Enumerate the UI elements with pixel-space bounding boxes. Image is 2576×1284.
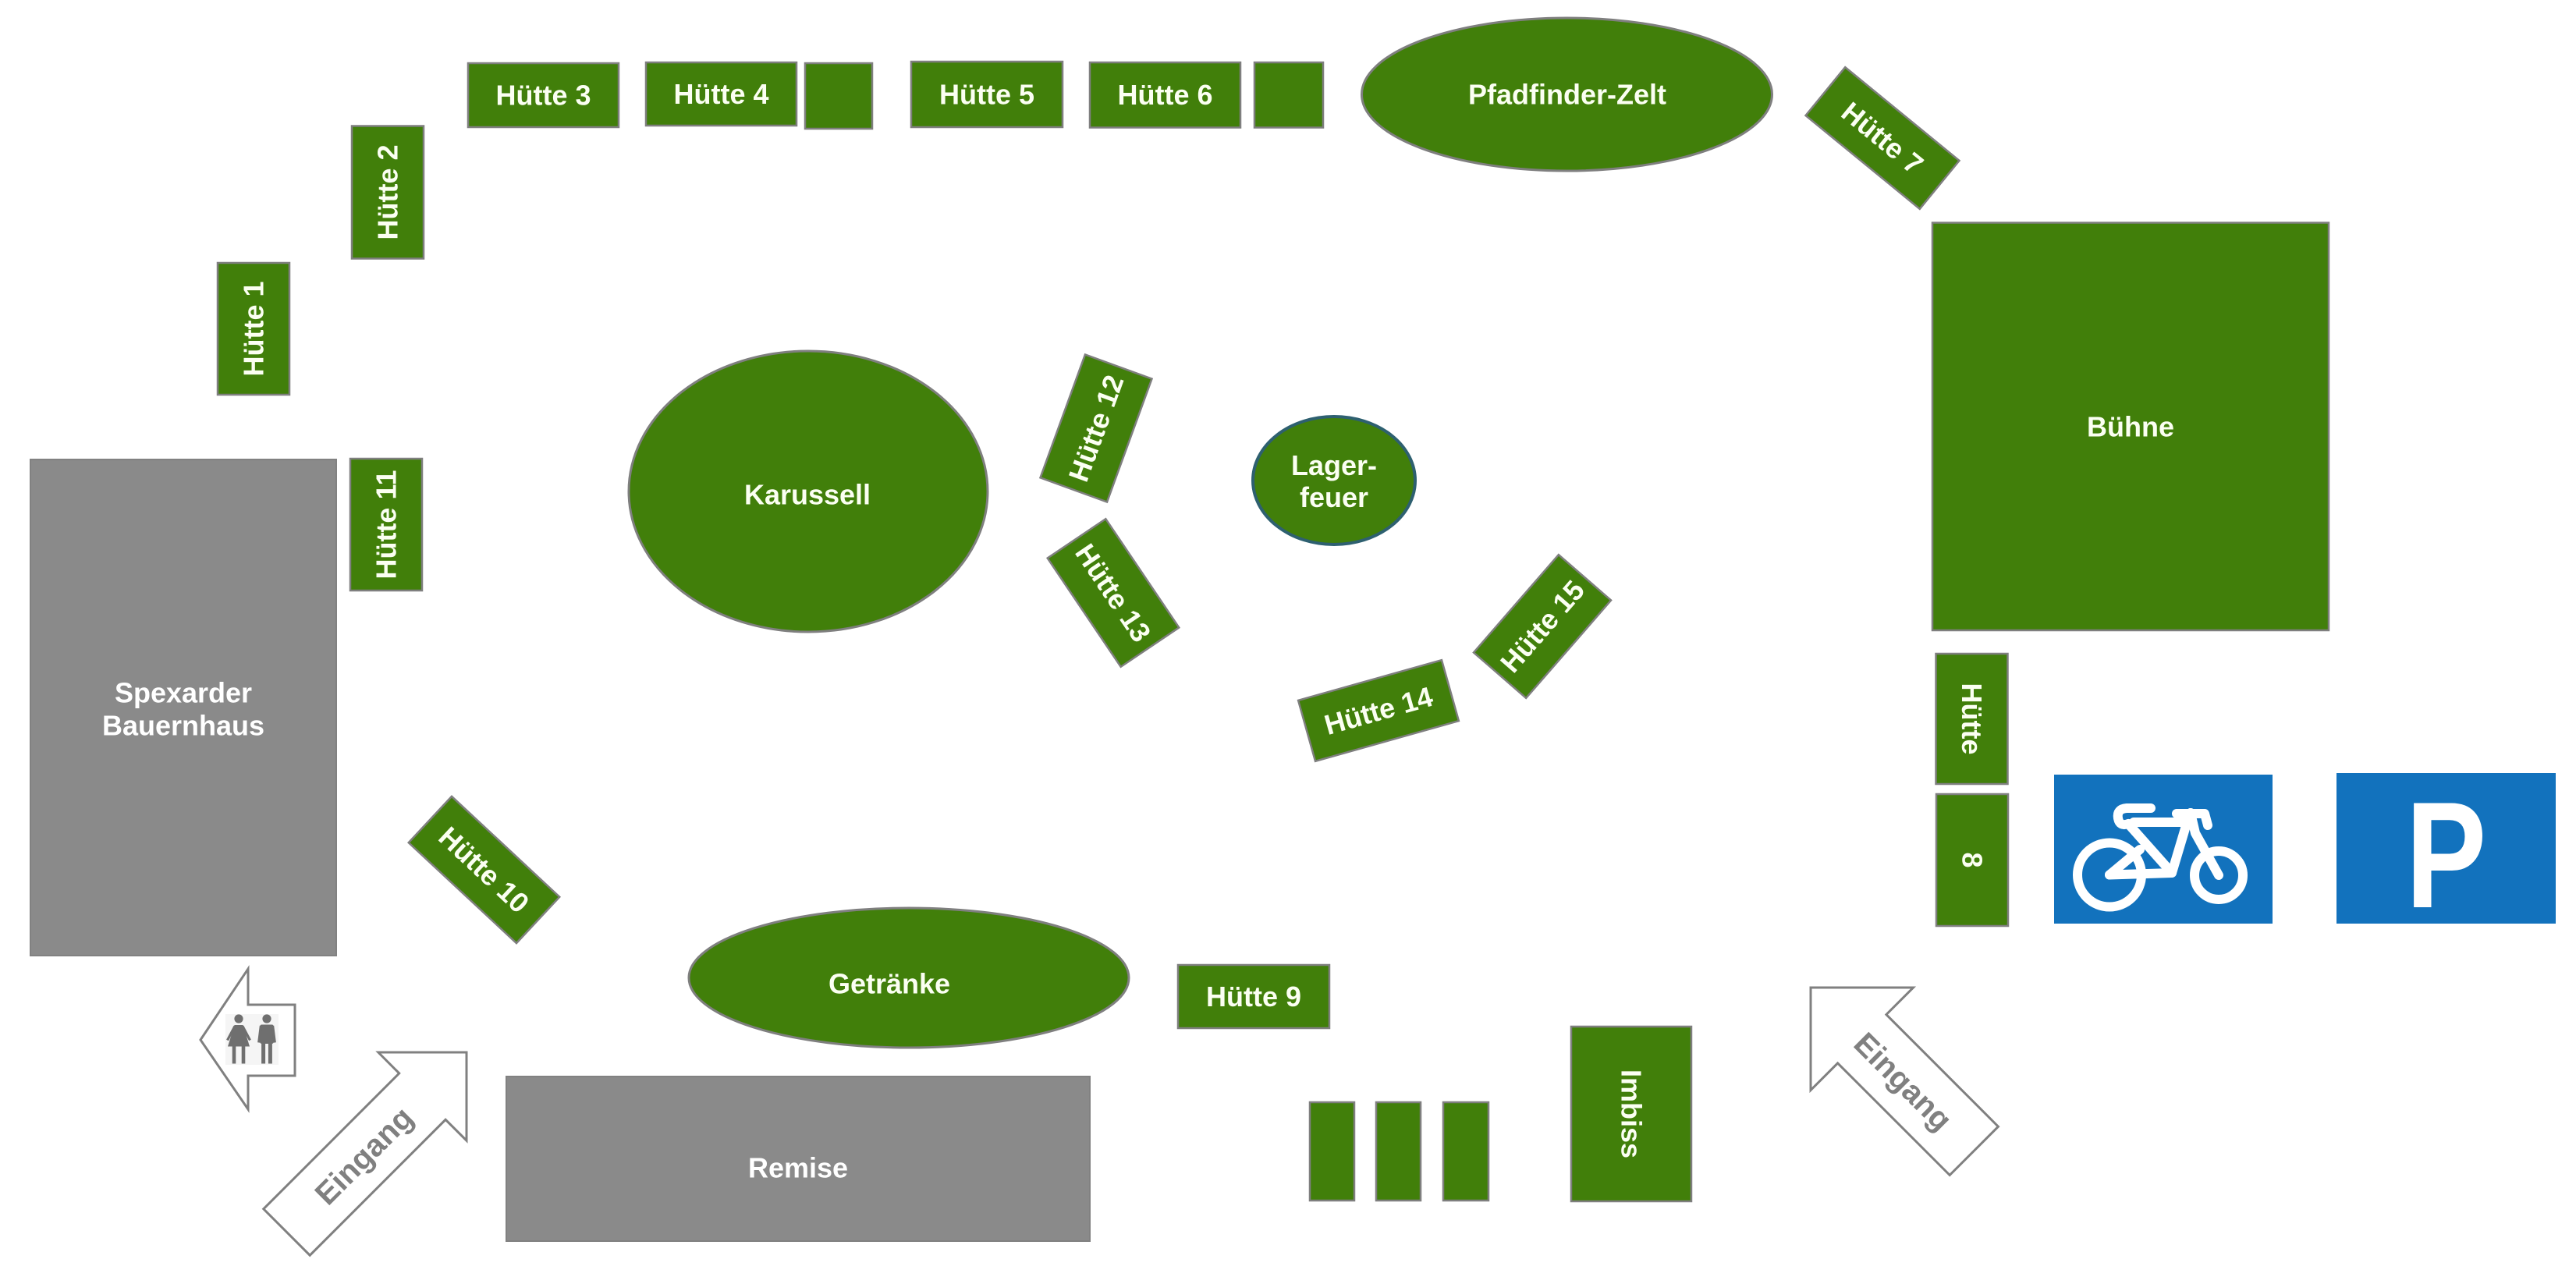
svg-text:Hütte 1: Hütte 1 xyxy=(238,281,270,376)
svg-text:Hütte: Hütte xyxy=(1956,683,1988,755)
svg-text:Hütte 11: Hütte 11 xyxy=(371,470,403,579)
svg-text:Bühne: Bühne xyxy=(2087,411,2174,443)
svg-text:feuer: feuer xyxy=(1300,481,1368,513)
svg-text:P: P xyxy=(2406,771,2487,940)
svg-text:Spexarder: Spexarder xyxy=(115,677,252,709)
svg-text:Remise: Remise xyxy=(748,1152,848,1184)
svg-text:Getränke: Getränke xyxy=(829,968,950,1000)
svg-text:Hütte 5: Hütte 5 xyxy=(939,79,1034,111)
svg-text:Hütte 4: Hütte 4 xyxy=(673,78,768,110)
svg-text:Lager-: Lager- xyxy=(1291,449,1377,481)
svg-text:Pfadfinder-Zelt: Pfadfinder-Zelt xyxy=(1468,79,1666,111)
svg-text:Hütte 6: Hütte 6 xyxy=(1117,79,1212,111)
svg-text:8: 8 xyxy=(1957,852,1989,867)
svg-text:Hütte 3: Hütte 3 xyxy=(495,80,591,112)
svg-text:Hütte 2: Hütte 2 xyxy=(372,144,404,239)
svg-text:Imbiss: Imbiss xyxy=(1616,1069,1648,1158)
svg-text:Bauernhaus: Bauernhaus xyxy=(102,710,264,742)
svg-text:Karussell: Karussell xyxy=(744,479,871,511)
svg-text:Hütte 9: Hütte 9 xyxy=(1206,981,1301,1013)
